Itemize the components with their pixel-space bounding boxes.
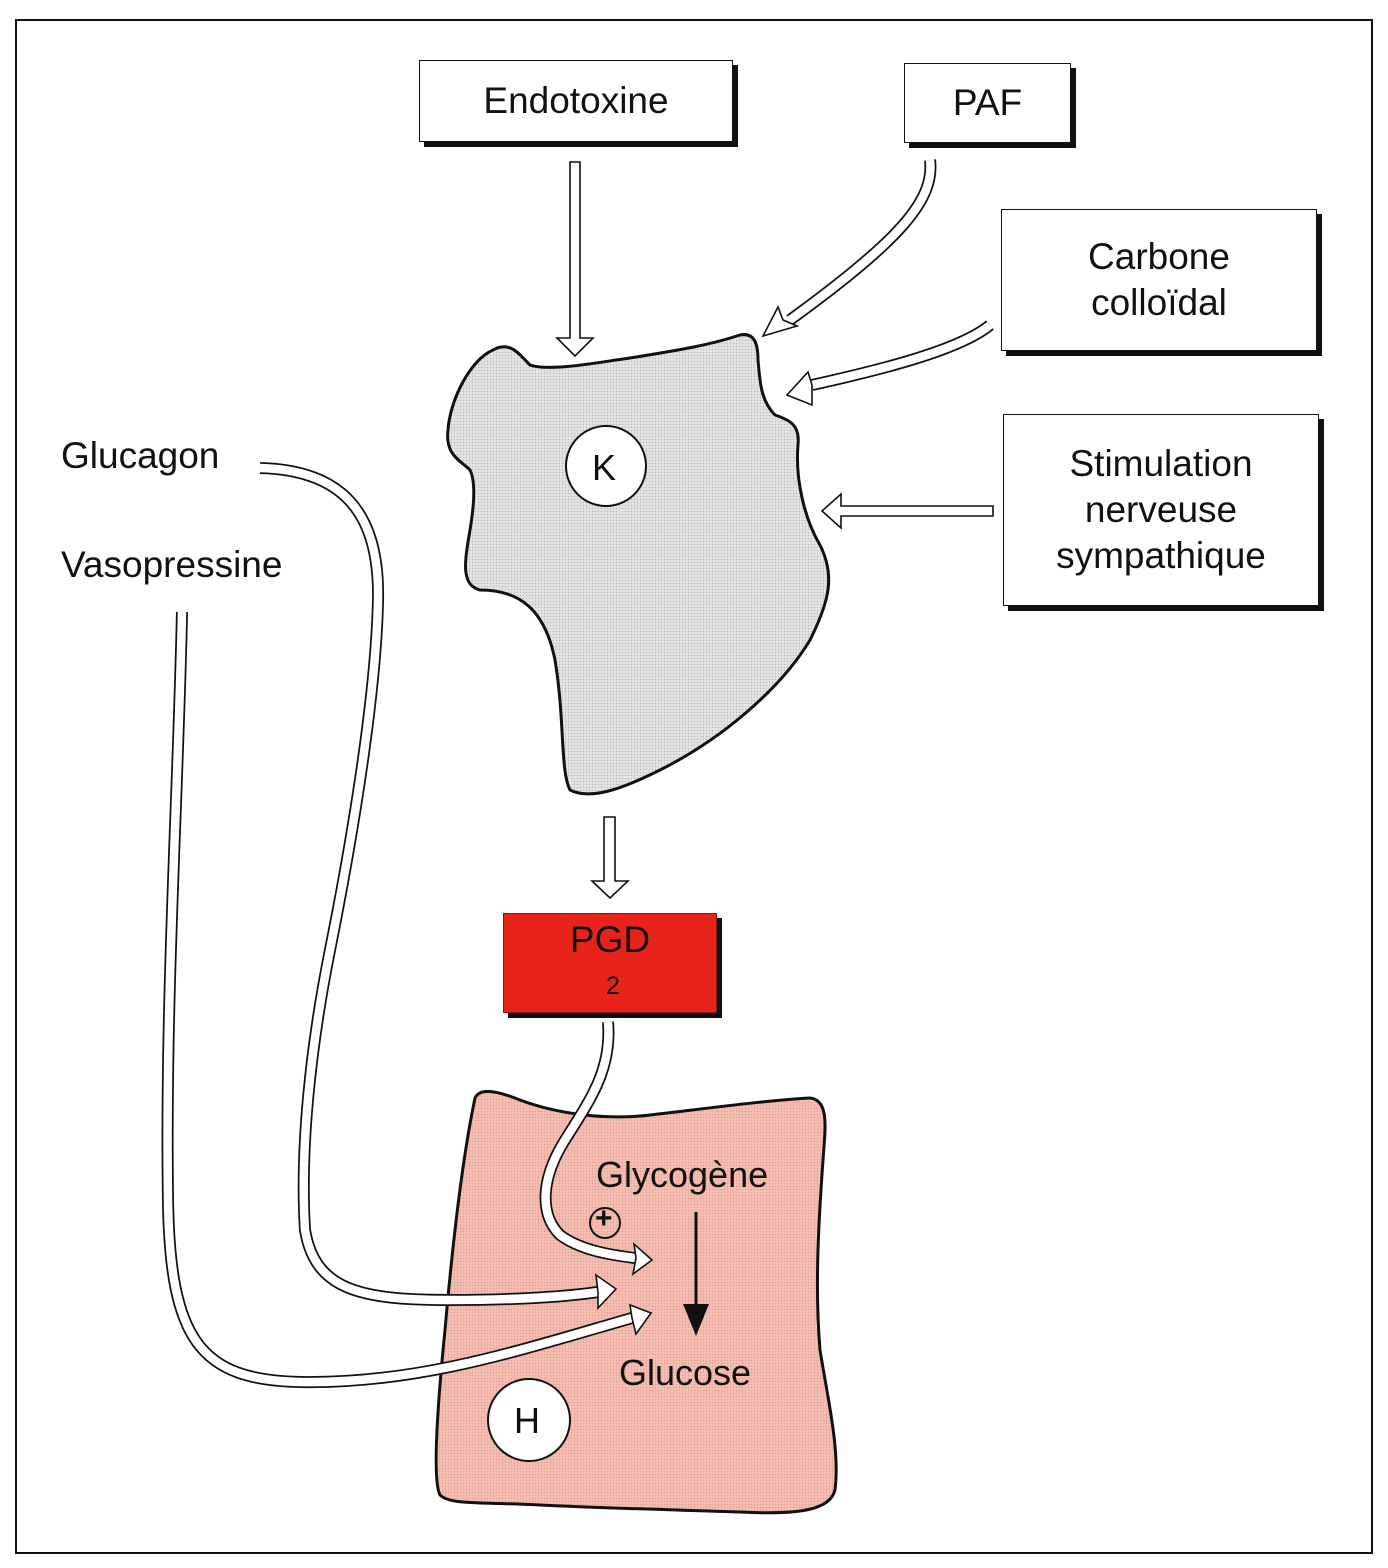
pgd2-subscript: 2 [606, 972, 620, 1000]
carbone-label-line1: Carbone [1088, 236, 1230, 277]
kupffer-nucleus [565, 425, 647, 507]
endotoxine-label: Endotoxine [483, 80, 669, 121]
glucagon-label: Glucagon [61, 435, 220, 476]
vasopressine-label: Vasopressine [61, 544, 283, 585]
figure-frame [15, 19, 1373, 1554]
endotoxine-box: Endotoxine [419, 60, 733, 142]
stimulation-plus-icon [589, 1207, 621, 1239]
carbone-arrowhead [785, 370, 813, 407]
kupffer-nucleus-label: K [592, 447, 617, 488]
pgd2-label: PGD 2 [570, 917, 650, 1009]
glycogenolysis-arrowhead [683, 1304, 709, 1336]
vasopressine-arrowhead [629, 1303, 653, 1336]
stimulation-nerveuse-box: Stimulation nerveuse sympathique [1003, 414, 1319, 606]
plus-sign: + [595, 1202, 613, 1235]
kupffer-to-pgd2-arrow [589, 816, 631, 900]
paf-arrowhead [761, 305, 800, 338]
endotoxine-arrow [555, 161, 595, 358]
hepatocyte-nucleus-label: H [514, 1400, 540, 1441]
paf-label: PAF [952, 82, 1023, 123]
pgd2-box: PGD 2 [503, 913, 717, 1013]
stimulation-arrow [820, 492, 994, 530]
pgd2-name: PGD [569, 919, 651, 960]
paf-arrow [786, 159, 937, 325]
hepatocyte-nucleus [487, 1378, 571, 1462]
glycogene-label: Glycogène [596, 1154, 769, 1195]
glucagon-arrowhead [594, 1273, 618, 1311]
stimulation-label-line3: sympathique [1056, 535, 1266, 576]
glucose-label: Glucose [619, 1352, 752, 1393]
stimulation-label-line2: nerveuse [1084, 489, 1238, 530]
pgd2-arrowhead [631, 1241, 654, 1276]
kupffer-cell-shape [446, 333, 831, 796]
carbone-colloidal-box: Carbone colloïdal [1001, 209, 1317, 351]
stimulation-label-line1: Stimulation [1069, 443, 1253, 484]
carbone-label-line2: colloïdal [1091, 282, 1227, 323]
paf-box: PAF [904, 63, 1071, 143]
